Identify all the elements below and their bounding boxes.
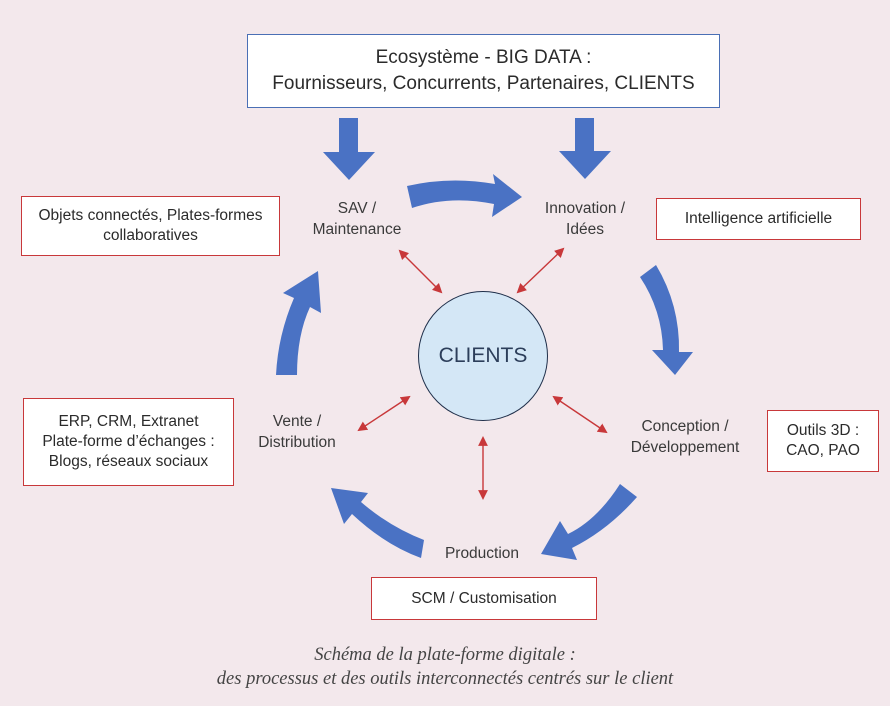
down-arrow-right — [559, 118, 611, 179]
caption-line1: Schéma de la plate-forme digitale : — [314, 645, 576, 665]
diagram-caption: Schéma de la plate-forme digitale : des … — [0, 643, 890, 691]
stage-conception-line2: Développement — [630, 439, 740, 456]
flow-arrow-production-to-vente — [331, 488, 424, 558]
ecosystem-box: Ecosystème - BIG DATA : Fournisseurs, Co… — [247, 34, 720, 108]
stage-label-innovation: Innovation / Idées — [520, 198, 650, 240]
tool-objets-line1: Objets connectés, Plates-formes — [38, 207, 263, 224]
tool-box-objets-connectes: Objets connectés, Plates-formes collabor… — [21, 196, 280, 256]
stage-label-sav: SAV / Maintenance — [292, 198, 422, 240]
ecosystem-title: Ecosystème - BIG DATA : — [375, 47, 592, 68]
stage-vente-line1: Vente / — [272, 413, 322, 430]
link-arrow-sav — [398, 249, 443, 294]
tool-box-scm: SCM / Customisation — [371, 577, 597, 620]
stage-label-production: Production — [412, 543, 552, 564]
tool-erp-line3: Blogs, réseaux sociaux — [48, 453, 209, 470]
stage-label-vente: Vente / Distribution — [232, 411, 362, 453]
stage-innovation-line2: Idées — [566, 221, 604, 238]
link-arrow-vente — [357, 395, 411, 432]
tool-box-erp-crm: ERP, CRM, Extranet Plate-forme d’échange… — [23, 398, 234, 486]
stage-sav-line1: SAV / — [337, 200, 377, 217]
tool-objets-line2: collaboratives — [103, 227, 198, 244]
stage-production-line1: Production — [444, 545, 520, 562]
tool-erp-line2: Plate-forme d’échanges : — [42, 433, 215, 450]
tool-outils-line2: CAO, PAO — [786, 442, 860, 459]
flow-arrow-conception-to-production — [541, 484, 637, 560]
stage-vente-line2: Distribution — [258, 434, 336, 451]
stage-innovation-line1: Innovation / — [544, 200, 626, 217]
flow-arrow-sav-to-innovation — [407, 174, 522, 217]
stage-sav-line2: Maintenance — [312, 221, 402, 238]
down-arrow-left — [323, 118, 375, 180]
stage-conception-line1: Conception / — [641, 418, 729, 435]
tool-outils-line1: Outils 3D : — [786, 422, 860, 439]
tool-scm-line1: SCM / Customisation — [411, 589, 557, 607]
tool-box-intelligence-artificielle: Intelligence artificielle — [656, 198, 861, 240]
ecosystem-subtitle: Fournisseurs, Concurrents, Partenaires, … — [272, 73, 695, 94]
link-arrow-conception — [552, 395, 608, 434]
flow-arrow-innovation-to-conception — [640, 265, 693, 375]
caption-line2: des processus et des outils interconnect… — [216, 669, 674, 689]
tool-box-outils-3d: Outils 3D : CAO, PAO — [767, 410, 879, 472]
tool-ia-line1: Intelligence artificielle — [684, 210, 833, 227]
clients-label: CLIENTS — [438, 344, 528, 367]
clients-circle: CLIENTS — [418, 291, 548, 421]
flow-arrow-vente-to-sav — [276, 271, 321, 375]
tool-erp-line1: ERP, CRM, Extranet — [58, 413, 199, 430]
stage-label-conception: Conception / Développement — [610, 416, 760, 458]
link-arrow-innovation — [516, 247, 565, 294]
